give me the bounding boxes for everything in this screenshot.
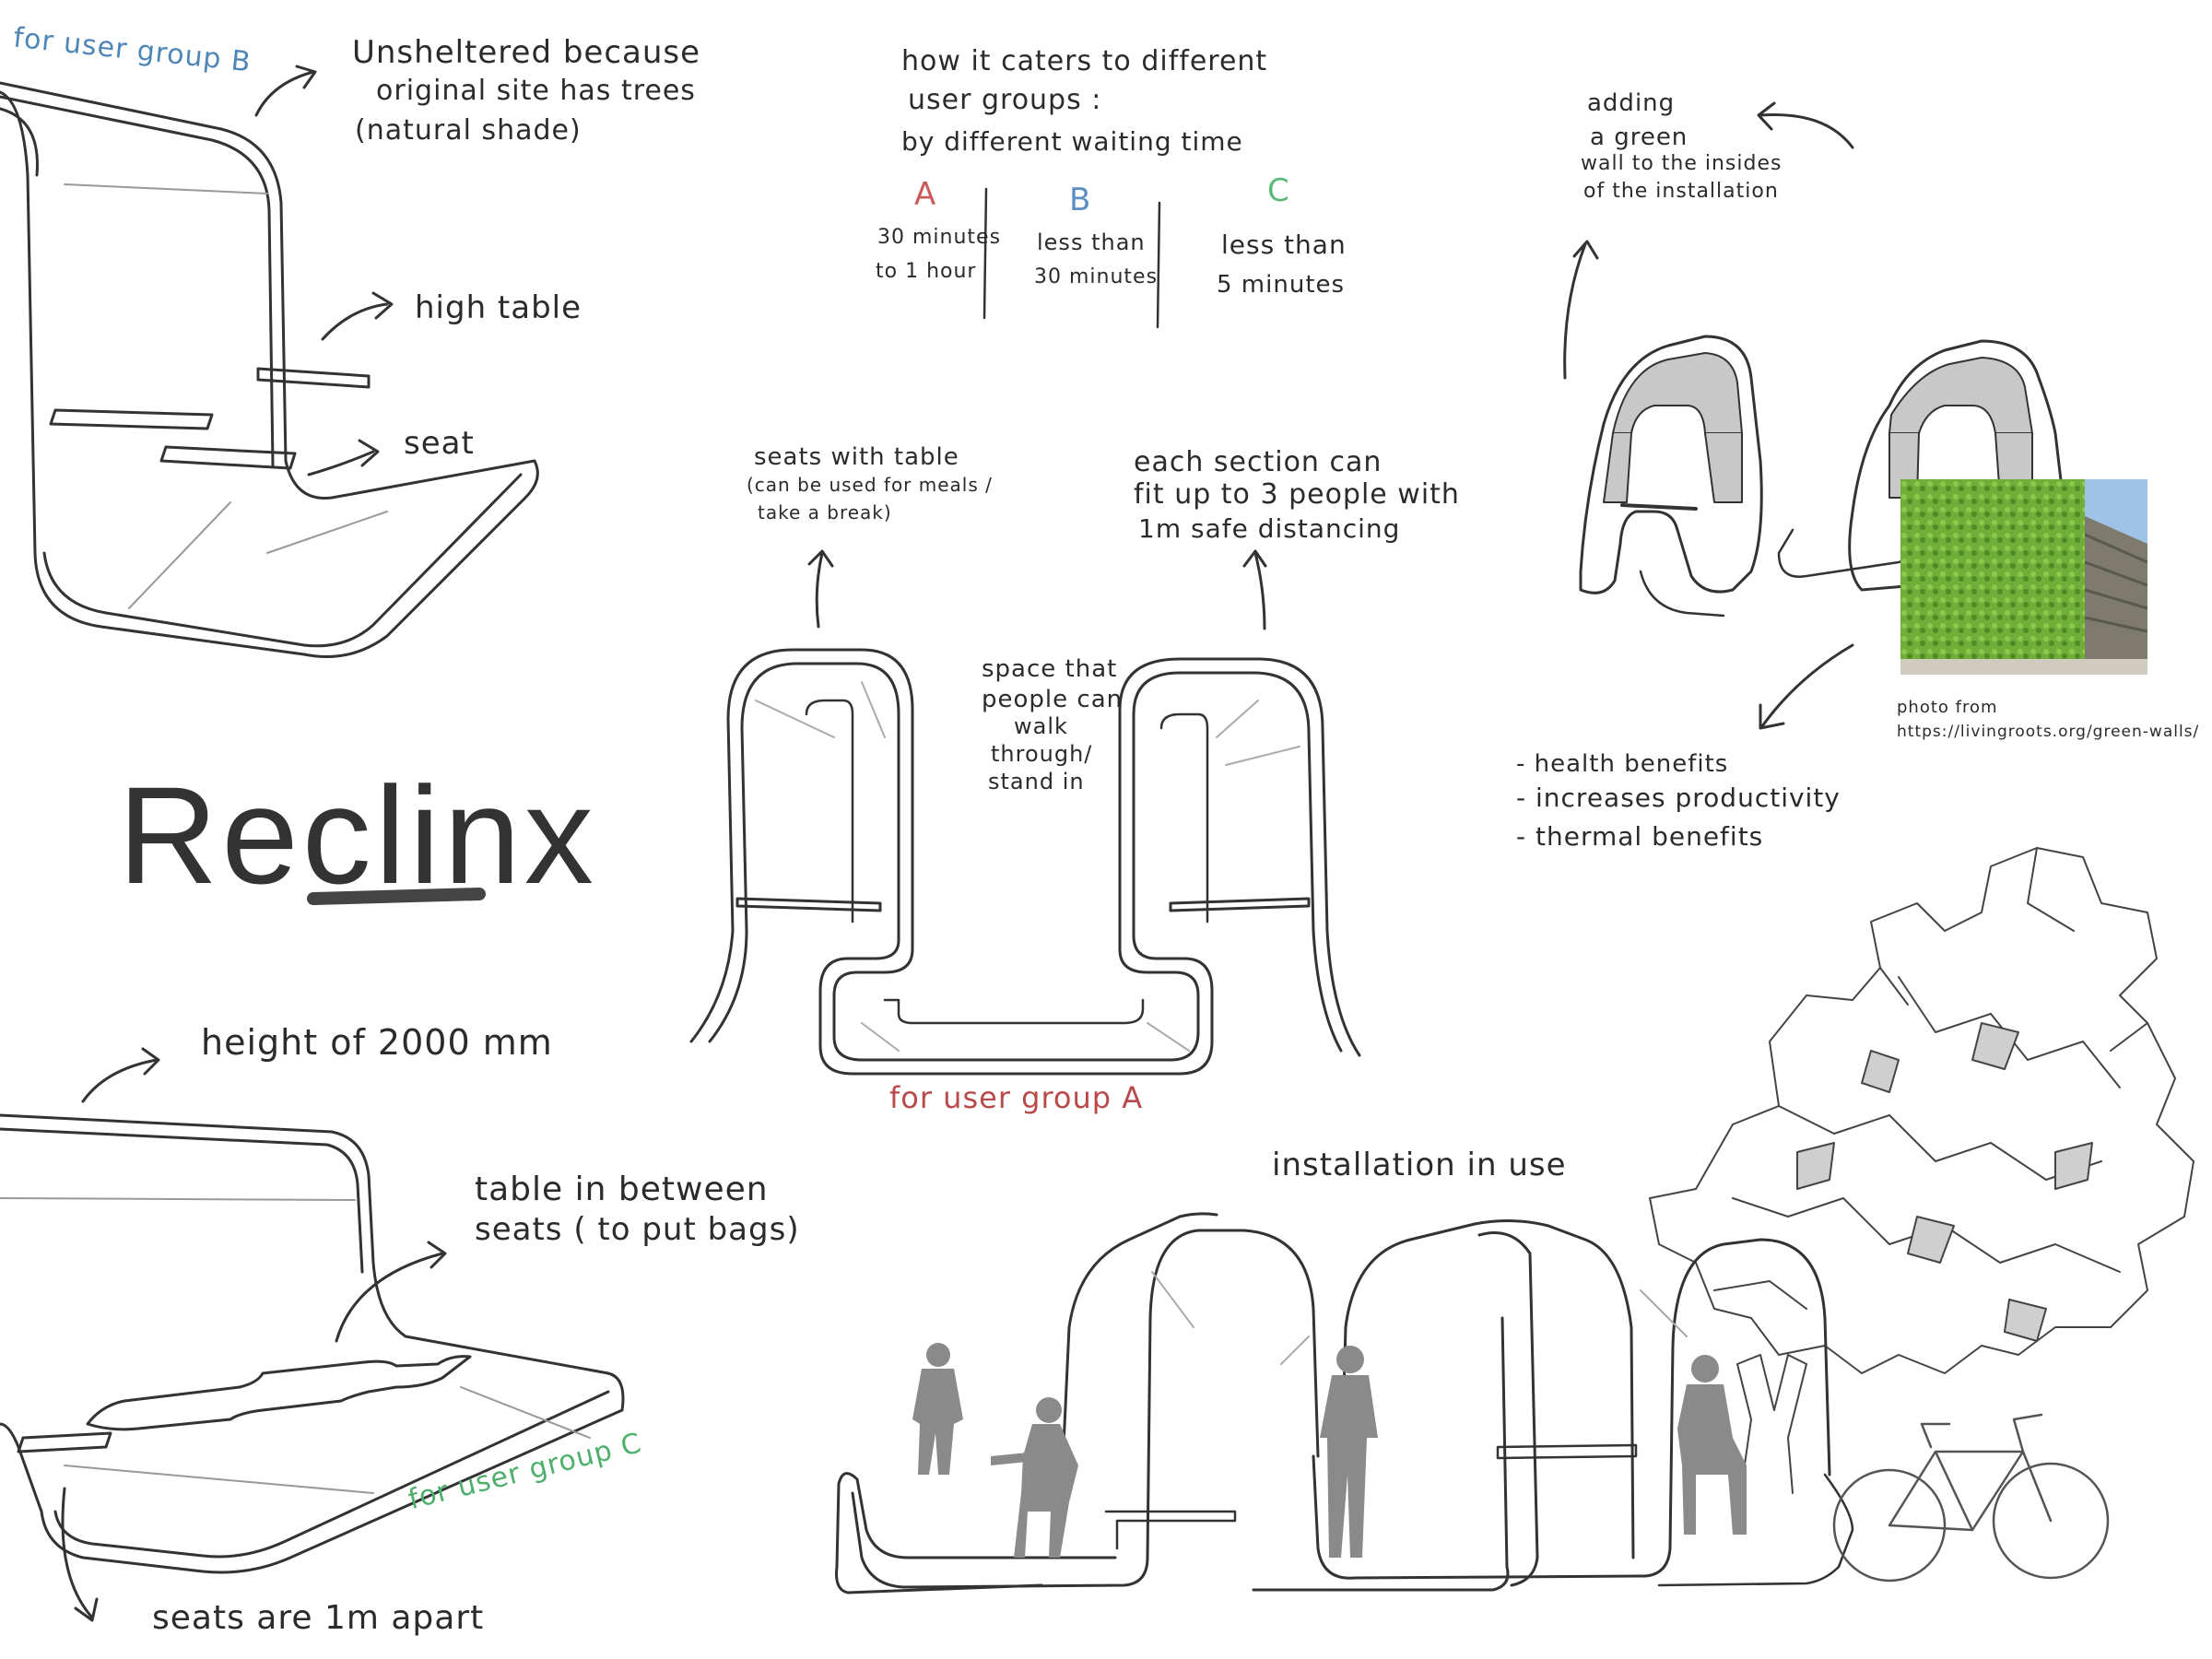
installation-sketch — [835, 1212, 1854, 1594]
arrow-green-wall-up — [1563, 240, 1599, 380]
group-c-time-2: 5 minutes — [1217, 271, 1346, 299]
green-wall-pods — [1579, 335, 2068, 618]
photo-credit-line-1: photo from — [1897, 698, 1998, 717]
seats-table-line-3: take a break) — [758, 501, 892, 524]
pod-group-c-sketch — [0, 1113, 625, 1574]
tree-sketch — [1649, 847, 2194, 1494]
group-a-label: for user group A — [889, 1080, 1144, 1115]
seats-apart-label: seats are 1m apart — [152, 1599, 485, 1637]
arrow-height — [81, 1047, 160, 1103]
section-line-3: 1m safe distancing — [1138, 513, 1401, 544]
arrow-each-section — [1242, 549, 1267, 630]
arrow-table-between — [335, 1241, 447, 1343]
arrow-benefits — [1759, 643, 1854, 730]
section-line-2: fit up to 3 people with — [1134, 478, 1460, 511]
section-line-1: each section can — [1134, 446, 1382, 478]
people-silhouettes — [912, 1343, 1747, 1558]
walk-space-line-4: through/ — [991, 741, 1093, 767]
unsheltered-line-1: Unsheltered because — [352, 34, 701, 71]
arrow-high-table — [321, 291, 394, 341]
green-wall-image — [1900, 479, 2147, 675]
green-wall-line-1: adding — [1587, 89, 1676, 117]
page-title: Reclinx — [118, 758, 597, 912]
pod-group-b-sketch — [0, 81, 539, 658]
height-label: height of 2000 mm — [201, 1022, 553, 1063]
walk-space-line-2: people can — [982, 686, 1124, 713]
arrow-seats-apart — [61, 1487, 99, 1622]
arrow-unsheltered — [254, 65, 317, 117]
green-wall-photo — [1900, 479, 2147, 675]
table-between-line-2: seats ( to put bags) — [475, 1211, 800, 1248]
unsheltered-line-2: original site has trees — [376, 75, 696, 107]
caters-line-2: user groups : — [908, 84, 1102, 116]
walk-space-line-1: space that — [982, 655, 1118, 683]
plan-view-group-a — [689, 648, 1361, 1076]
table-between-line-1: table in between — [475, 1171, 769, 1208]
walk-space-line-5: stand in — [988, 769, 1085, 794]
green-wall-line-2: a green — [1590, 124, 1688, 151]
seat-label: seat — [404, 425, 475, 462]
walk-space-line-3: walk — [1014, 713, 1068, 739]
group-a-time-1: 30 minutes — [877, 226, 1002, 249]
group-a-letter: A — [914, 176, 936, 213]
caters-line-1: how it caters to different — [901, 45, 1268, 77]
caters-line-3: by different waiting time — [901, 126, 1243, 157]
bicycle-sketch — [1832, 1413, 2110, 1583]
green-wall-line-4: of the installation — [1583, 180, 1779, 203]
group-c-time-1: less than — [1221, 229, 1347, 260]
group-b-time-1: less than — [1037, 229, 1146, 255]
arrow-green-wall-right — [1757, 101, 1854, 149]
green-wall-line-3: wall to the insides — [1581, 152, 1783, 175]
group-b-letter: B — [1069, 182, 1091, 218]
group-c-letter: C — [1267, 172, 1289, 209]
arrow-seats-table — [807, 549, 834, 629]
benefit-health: - health benefits — [1516, 750, 1729, 778]
title-underline — [307, 888, 486, 905]
high-table-label: high table — [415, 289, 582, 326]
group-b-time-2: 30 minutes — [1034, 265, 1159, 288]
photo-credit-line-2: https://livingroots.org/green-walls/ — [1897, 723, 2200, 741]
group-a-time-2: to 1 hour — [876, 260, 977, 283]
benefit-thermal: - thermal benefits — [1516, 821, 1764, 852]
installation-label: installation in use — [1272, 1147, 1567, 1183]
seats-table-line-2: (can be used for meals / — [747, 474, 993, 496]
unsheltered-line-3: (natural shade) — [355, 114, 582, 147]
benefit-productivity: - increases productivity — [1516, 782, 1841, 813]
arrow-seat — [307, 439, 380, 477]
seats-table-line-1: seats with table — [754, 443, 959, 471]
